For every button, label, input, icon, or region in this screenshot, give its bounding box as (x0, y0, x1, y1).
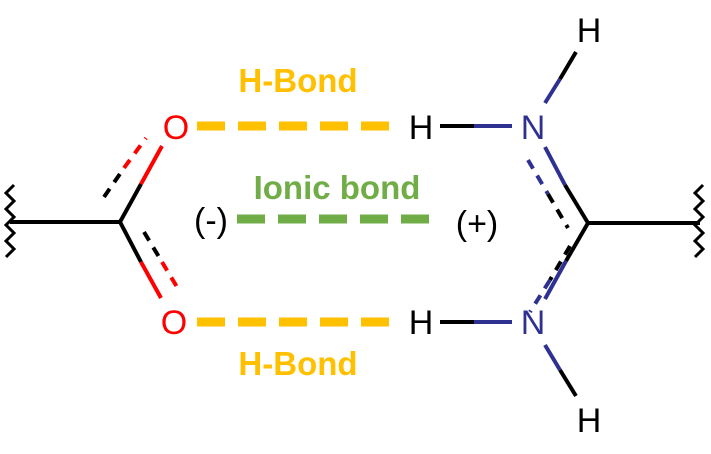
hydrogen-donor-bottom: H (409, 304, 434, 342)
c-o-top-partial-black (102, 166, 126, 199)
n-h-bottom-bond-black (558, 368, 578, 398)
n-c-bottom-partial-black (548, 244, 572, 282)
n-c-bottom-bond-blue (543, 260, 568, 300)
c-o-bottom-partial-red (160, 260, 182, 294)
n-h-top-bond-black (558, 50, 578, 81)
c-o-bottom-bond-red (139, 261, 163, 299)
c-o-top-partial-red (122, 136, 148, 170)
hydrogen-terminal-bottom: H (577, 402, 602, 440)
c-o-top-bond-red (139, 145, 164, 185)
ionic-bond-label: Ionic bond (254, 169, 421, 206)
n-c-top-bond-blue (543, 146, 567, 186)
nitrogen-top: N (521, 109, 546, 147)
nitrogen-bottom: N (521, 304, 546, 342)
n-c-top-partial-black (546, 192, 570, 230)
n-c-top-bond-black (563, 183, 590, 225)
hbond-bottom-label: H-Bond (238, 345, 357, 382)
negative-charge: (-) (194, 202, 228, 240)
hydrogen-donor-top: H (409, 109, 434, 147)
n-c-bottom-bond-black (564, 221, 590, 263)
n-h-bottom-bond-blue (543, 343, 562, 372)
right-attachment-squiggle (692, 183, 706, 259)
hbond-top-label: H-Bond (238, 62, 357, 99)
c-o-bottom-partial-black (142, 230, 164, 264)
oxygen-top: O (163, 109, 189, 147)
c-o-top-bond-black (118, 183, 143, 223)
positive-charge: (+) (456, 205, 499, 243)
c-o-bottom-bond-black (118, 221, 143, 263)
n-c-bottom-partial-blue (528, 278, 552, 314)
n-c-top-partial-blue (526, 158, 550, 196)
oxygen-bottom: O (161, 304, 187, 342)
hydrogen-terminal-top: H (577, 12, 602, 50)
n-h-top-bond-blue (543, 77, 562, 105)
